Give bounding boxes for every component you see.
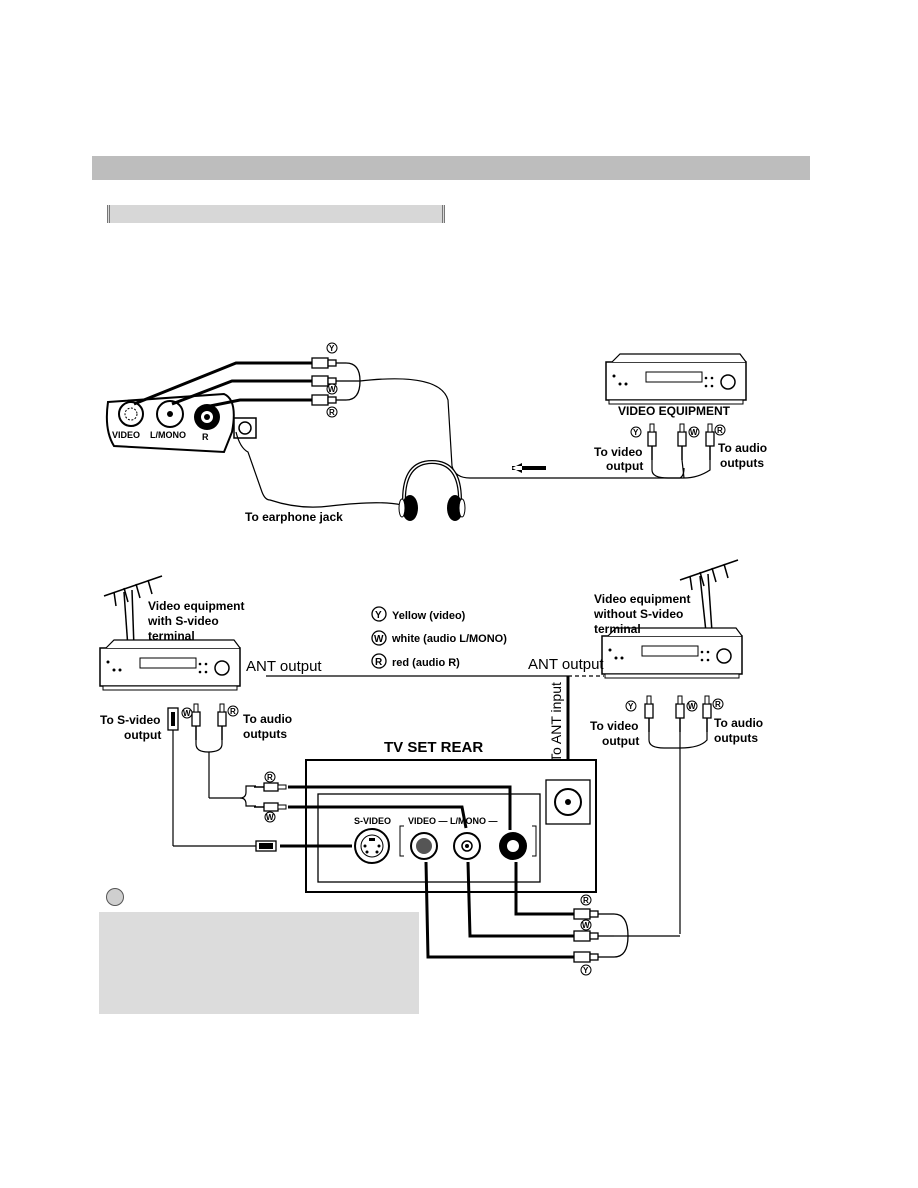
right-source-markers: Y W R xyxy=(625,698,724,712)
svg-text:W: W xyxy=(328,385,336,394)
legend-red: red (audio R) xyxy=(392,657,460,669)
right-to-tv-markers: R W Y xyxy=(580,894,592,976)
left-source-markers: W R xyxy=(181,705,239,719)
top-plugs xyxy=(311,357,361,406)
with-svideo-label-1: Video equipment xyxy=(148,599,244,613)
top-right-plugs xyxy=(647,423,715,479)
left-to-tv-cables xyxy=(173,785,512,848)
to-audio-outputs-right-1: To audio xyxy=(714,716,763,730)
without-svideo-label-2: without S-video xyxy=(593,607,683,621)
antenna-left-icon xyxy=(103,575,163,649)
left-to-tv-plugs xyxy=(253,782,287,852)
svg-text:R: R xyxy=(583,896,589,905)
svg-text:R: R xyxy=(230,707,236,716)
jack-r-label: R xyxy=(202,432,209,442)
svg-text:R: R xyxy=(717,426,723,435)
to-video-output-label-1: To video xyxy=(594,445,642,459)
svg-text:W: W xyxy=(374,634,384,645)
section-header-bar xyxy=(92,156,810,180)
svg-text:R: R xyxy=(267,773,273,782)
rear-video-lmono-label: VIDEO — L/MONO — xyxy=(408,816,498,826)
top-plug-markers: Y W R xyxy=(326,342,338,418)
svg-text:Y: Y xyxy=(329,344,335,353)
svg-text:W: W xyxy=(690,428,698,437)
earphone-jack xyxy=(233,417,403,508)
to-audio-outputs-label-1: To audio xyxy=(718,441,767,455)
ant-output-left-label: ANT output xyxy=(246,658,322,675)
svg-text:R: R xyxy=(375,657,383,668)
left-to-tv-markers: R W xyxy=(264,771,276,823)
with-svideo-label-2: with S-video xyxy=(147,614,219,628)
headphones-icon xyxy=(398,459,466,521)
subsection-header-bar xyxy=(107,205,445,223)
legend: Y W R xyxy=(371,606,387,669)
svg-text:W: W xyxy=(582,921,590,930)
note-box xyxy=(99,912,419,1014)
svg-text:W: W xyxy=(183,709,191,718)
video-equipment-left xyxy=(99,639,241,691)
to-audio-outputs-right-2: outputs xyxy=(714,731,758,745)
to-ant-input-label: To ANT input xyxy=(548,682,564,762)
right-to-tv-cables xyxy=(424,861,574,959)
to-video-output-right-1: To video xyxy=(590,719,638,733)
front-jack-panel: VIDEO L/MONO R xyxy=(105,392,235,454)
legend-white: white (audio L/MONO) xyxy=(391,633,507,645)
top-right-markers: Y W R xyxy=(630,424,726,438)
right-source-plugs xyxy=(644,695,712,934)
svg-text:Y: Y xyxy=(628,702,634,711)
without-svideo-label-1: Video equipment xyxy=(594,592,690,606)
svg-text:R: R xyxy=(715,700,721,709)
without-svideo-label-3: terminal xyxy=(594,622,641,636)
to-earphone-jack-label: To earphone jack xyxy=(245,510,343,524)
svideo-jack-label: S-VIDEO xyxy=(354,816,391,826)
right-to-tv-plugs xyxy=(573,908,680,963)
tv-rear-panel xyxy=(305,759,597,893)
jack-video-label: VIDEO xyxy=(112,430,140,440)
with-svideo-label-3: terminal xyxy=(148,629,195,643)
video-equipment-top xyxy=(605,353,747,405)
jack-lmono-label: L/MONO xyxy=(150,430,186,440)
to-audio-outputs-left-2: outputs xyxy=(243,727,287,741)
to-video-output-label-2: output xyxy=(606,459,643,473)
top-cables xyxy=(133,361,312,408)
ant-output-right-label: ANT output xyxy=(528,656,604,673)
antenna-right-icon xyxy=(679,559,739,633)
left-source-plugs xyxy=(167,703,227,846)
to-video-output-right-2: output xyxy=(602,734,639,748)
svg-text:Y: Y xyxy=(633,428,639,437)
svg-text:W: W xyxy=(266,813,274,822)
svg-text:W: W xyxy=(688,702,696,711)
svg-text:Y: Y xyxy=(375,610,382,621)
tv-set-rear-label: TV SET REAR xyxy=(384,739,483,756)
signal-arrow xyxy=(512,463,546,473)
note-icon xyxy=(106,888,124,906)
to-svideo-output-label-2: output xyxy=(124,728,161,742)
legend-yellow: Yellow (video) xyxy=(392,610,466,622)
svg-text:R: R xyxy=(329,408,335,417)
svg-text:Y: Y xyxy=(583,966,589,975)
to-audio-outputs-left-1: To audio xyxy=(243,712,292,726)
video-equipment-top-label: VIDEO EQUIPMENT xyxy=(618,404,731,418)
to-svideo-output-label-1: To S-video xyxy=(100,713,160,727)
to-audio-outputs-label-2: outputs xyxy=(720,456,764,470)
